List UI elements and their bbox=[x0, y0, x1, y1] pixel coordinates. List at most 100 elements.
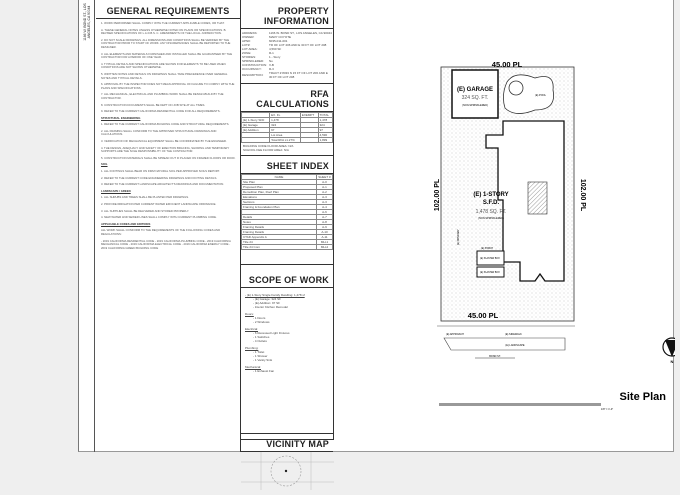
property-row: STORIES: 1 - Story bbox=[241, 55, 333, 59]
property-line-left: 102.00 PL bbox=[434, 178, 441, 211]
house-type: S.F.D. bbox=[483, 200, 500, 206]
property-line-bottom: 45.00 PL bbox=[468, 311, 499, 320]
property-value: V-B bbox=[269, 63, 274, 67]
vicinity-map-title: VICINITY MAP bbox=[241, 433, 333, 452]
property-value: TRACT # 8033 N 15 FT OF LOT 206 AND E 30… bbox=[269, 71, 328, 79]
planter-box-2 bbox=[476, 266, 505, 278]
site-plan-drawing: (E) GARAGE 324 SQ. FT. (NON-SPRINKLERED)… bbox=[434, 60, 680, 411]
scope-title: SCOPE OF WORK bbox=[241, 264, 333, 288]
scope-item: Electrical: bbox=[245, 327, 259, 331]
property-value: 6035-011-001 bbox=[269, 39, 288, 43]
requirement-paragraph: 4. TYPICAL DETAILS AND SPECIFICATIONS AR… bbox=[101, 61, 226, 70]
property-value: MARY COYOTE bbox=[269, 35, 292, 39]
project-address: 1166 W. BOND ST., LOS ANGELES, CA 90044 bbox=[83, 3, 91, 41]
landscape-label: (E) LANDSCAPE bbox=[505, 344, 525, 347]
property-label: DESCRIPTION: bbox=[242, 73, 264, 77]
requirement-paragraph: 3. ALL SUPPLIES SHALL BE DELIVERED AND S… bbox=[101, 208, 190, 213]
requirement-paragraph: A. THESE GENERAL NOTES UNLESS OTHERWISE … bbox=[101, 27, 227, 36]
property-line-top: 45.00 PL bbox=[492, 60, 523, 69]
spa bbox=[508, 80, 524, 96]
section-heading: APPLICABLE CODES AND EDITIONS bbox=[101, 221, 151, 226]
scope-item: Mechanical: bbox=[245, 365, 262, 369]
rfa-note: BUILDING CODE FLOOR AREA: N/A bbox=[243, 144, 294, 148]
scope-item: - 1 Toilet bbox=[253, 350, 265, 354]
site-plan-title: Site Plan bbox=[620, 391, 667, 403]
property-label: LOT#: bbox=[242, 43, 251, 47]
scope-item: - Interior Kitchen Remodel bbox=[253, 305, 288, 309]
garage-area: 324 SQ. FT. bbox=[462, 95, 489, 101]
requirement-paragraph: ALL WORK SHALL CONFORM TO THE REQUIREMEN… bbox=[101, 228, 221, 236]
addition-area bbox=[527, 181, 548, 215]
property-row: DESCRIPTION: TRACT # 8033 N 15 FT OF LOT … bbox=[241, 71, 333, 79]
scope-item: - 1 Doors bbox=[253, 316, 266, 320]
scope-item: - 1 Shower bbox=[253, 354, 268, 358]
house-note: (NON-SPRINKLERED) bbox=[478, 217, 504, 220]
property-row: APN#:6035-011-001 bbox=[241, 39, 333, 43]
title-underline bbox=[439, 403, 601, 406]
sheet-index-title: SHEET INDEX bbox=[241, 155, 333, 174]
garage-note: (NON-SPRINKLERED) bbox=[462, 104, 488, 107]
requirement-paragraph: 1. WORK PERFORMED SHALL COMPLY WITH THE … bbox=[101, 21, 225, 25]
rfa-title: RFA CALCULATIONS bbox=[241, 83, 333, 112]
requirement-paragraph: 6. APPROVAL BY THE INSPECTOR DOES NOT ME… bbox=[101, 82, 235, 90]
property-label: OWNER: bbox=[242, 35, 255, 39]
scope-item: - 6 Recessed Light Fixtures bbox=[253, 331, 290, 335]
scope-item: - 1 Switches bbox=[253, 335, 270, 339]
property-label: STORIES: bbox=[242, 55, 256, 59]
vicinity-map bbox=[241, 452, 334, 490]
house-label: (E) 1-STORY bbox=[473, 192, 508, 198]
planter-box-1 bbox=[476, 250, 505, 266]
property-row: CONSTRUCTION:V-B bbox=[241, 63, 333, 67]
property-label: LOT AREA: bbox=[242, 47, 258, 51]
street-label: BOND ST. bbox=[489, 355, 501, 358]
requirement-paragraph: - 2019 CALIFORNIA RESIDENTIAL CODE - 201… bbox=[101, 238, 231, 250]
landscape-strip bbox=[443, 337, 566, 351]
requirement-paragraph: 8. CONSTRUCTION DOCUMENTS SHALL BE KEPT … bbox=[101, 102, 206, 107]
north-arrow-icon: N bbox=[662, 337, 680, 364]
garage bbox=[451, 69, 499, 119]
planter-label-1: (E) PLANTER BOX bbox=[480, 257, 500, 260]
property-row: LOT#: TR OF LOT 206 AND E 30 FT OF LOT 20… bbox=[241, 43, 333, 47]
requirement-paragraph: 3. ALL ELEMENTS AND MATERIALS FURNISHED … bbox=[101, 51, 233, 60]
property-row: ZONE:R-1 bbox=[241, 51, 333, 55]
site-location-marker bbox=[284, 469, 288, 473]
general-requirements-panel: GENERAL REQUIREMENTS 1. WORK PERFORMED S… bbox=[96, 0, 241, 452]
requirement-paragraph: 2. REFER TO THE CURRENT CODE ENGINEERING… bbox=[101, 175, 218, 180]
requirement-paragraph: 2. DO NOT SCALE DRAWINGS. ALL DIMENSIONS… bbox=[101, 37, 231, 49]
garage-label: (E) GARAGE bbox=[457, 87, 493, 93]
requirement-paragraph: 7. ALL MECHANICAL, ELECTRICAL AND PLUMBI… bbox=[101, 92, 224, 100]
property-row: OCCUPANCY: R-3 bbox=[241, 67, 333, 71]
scope-item: - 1 Vanity Sink bbox=[253, 358, 273, 362]
title-strip: 1166 W. BOND ST., LOS ANGELES, CA 90044 bbox=[79, 0, 95, 452]
property-value: TR OF LOT 206 AND E 30 FT OF LOT 208 bbox=[269, 43, 327, 47]
rfa-row: Total RFA x1.27%1,899 bbox=[240, 137, 334, 143]
planter-label-2: (E) PLANTER BOX bbox=[480, 271, 500, 274]
section-heading: SOIL bbox=[101, 162, 108, 167]
requirement-paragraph: 5. WRITTEN NOTES AND DETAILS ON DRAWINGS… bbox=[101, 71, 228, 80]
pool-label: (E) POOL bbox=[535, 94, 547, 97]
house bbox=[485, 120, 565, 282]
site-plan-panel: (E) GARAGE 324 SQ. FT. (NON-SPRINKLERED)… bbox=[335, 0, 680, 452]
scope-item: - 2 Windows bbox=[253, 320, 270, 324]
scope-item: Doors: bbox=[245, 312, 254, 316]
approach-label: (E) APPROACH bbox=[446, 333, 464, 336]
property-label: CONSTRUCTION: bbox=[242, 63, 267, 67]
property-value: R-3 bbox=[269, 67, 274, 71]
scope-item: Plumbing: bbox=[245, 346, 259, 350]
property-value: 1 - Story bbox=[269, 55, 281, 59]
pool bbox=[503, 74, 554, 114]
scope-item: - 1 Exhaust Fan bbox=[253, 369, 275, 373]
property-value: 1166 W. BOND ST., LOS ANGELES, CA 90044 bbox=[269, 31, 332, 35]
scope-item: - 4 Outlets bbox=[253, 339, 267, 343]
property-info-title: PROPERTY INFORMATION bbox=[241, 0, 333, 29]
sheet-number: MH-2 bbox=[316, 244, 333, 250]
requirement-paragraph: 1. ALL FOOTINGS SHALL BEAR ON FIRM NATUR… bbox=[101, 169, 220, 174]
rfa-cell bbox=[299, 137, 319, 143]
rfa-cell: Total RFA x1.27% bbox=[269, 137, 301, 143]
property-label: OCCUPANCY: bbox=[242, 67, 262, 71]
porch-label: (E) PORCH bbox=[481, 248, 493, 250]
requirement-paragraph: 3. REFER TO THE CURRENT LANDSCAPE ARCHIT… bbox=[101, 182, 225, 187]
rfa-note: SCHOOL FEE FLOOR AREA: N/A bbox=[243, 148, 289, 152]
